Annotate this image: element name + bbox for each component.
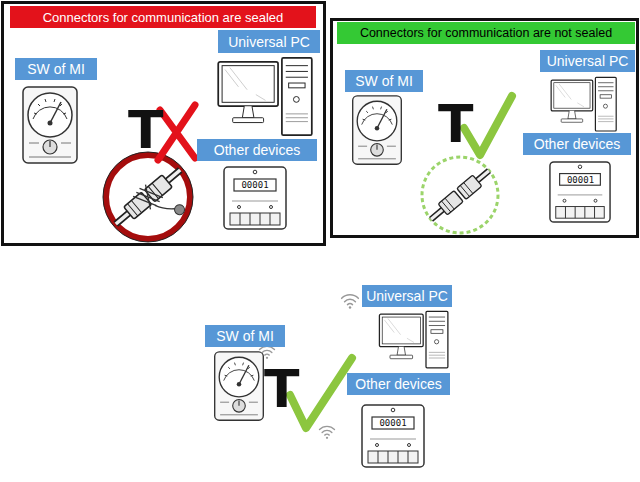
wireless-icon (260, 346, 275, 359)
label-box: Universal PC (540, 50, 635, 72)
gauge-icon (353, 96, 402, 164)
label-box: SW of MI (15, 58, 97, 80)
big-letter: T (128, 103, 163, 157)
label-box: Universal PC (218, 30, 320, 53)
scenario-panel: Connectors for communication are not sea… (330, 18, 639, 238)
panel-heading: Connectors for communication are sealed (10, 6, 316, 28)
box-label: Other devices (197, 139, 317, 161)
label-box: SW of MI (205, 325, 285, 347)
connector-ring (422, 157, 498, 233)
cable-connector-icon (426, 165, 493, 225)
connector-ring-outline (103, 152, 193, 242)
meter-icon (550, 162, 610, 222)
meter-reading: 00001 (560, 174, 601, 186)
box-label: Universal PC (362, 285, 452, 307)
seal-wire (132, 174, 187, 231)
wireless-icon (320, 426, 335, 439)
box-label: SW of MI (15, 58, 97, 80)
panel-heading: Connectors for communication are not sea… (337, 22, 635, 44)
big-letter: T (264, 362, 299, 416)
meter-reading: 00001 (234, 179, 276, 191)
connector-ring (106, 155, 190, 239)
box-label: Universal PC (218, 30, 320, 53)
box-label: SW of MI (345, 70, 423, 92)
box-label: SW of MI (205, 325, 285, 347)
computer-icon (218, 58, 312, 135)
scenario-panel: Connectors for communication are sealedS… (1, 1, 326, 246)
wireless-icon (342, 295, 359, 309)
label-box: Other devices (197, 139, 317, 161)
box-label: Other devices (347, 373, 450, 395)
computer-icon (551, 77, 616, 131)
cross-mark (158, 105, 195, 160)
big-letter: T (438, 97, 473, 151)
cable-connector-icon (111, 164, 186, 230)
gauge-icon (23, 87, 77, 163)
meter-reading: 00001 (372, 417, 414, 429)
label-box: SW of MI (345, 70, 423, 92)
computer-icon (379, 311, 447, 367)
box-label: Other devices (523, 133, 631, 155)
meter-icon (362, 405, 424, 467)
meter-icon (224, 167, 286, 229)
label-box: Universal PC (362, 285, 452, 307)
box-label: Universal PC (540, 50, 635, 72)
label-box: Other devices (347, 373, 450, 395)
label-box: Other devices (523, 133, 631, 155)
gauge-icon (215, 352, 264, 420)
